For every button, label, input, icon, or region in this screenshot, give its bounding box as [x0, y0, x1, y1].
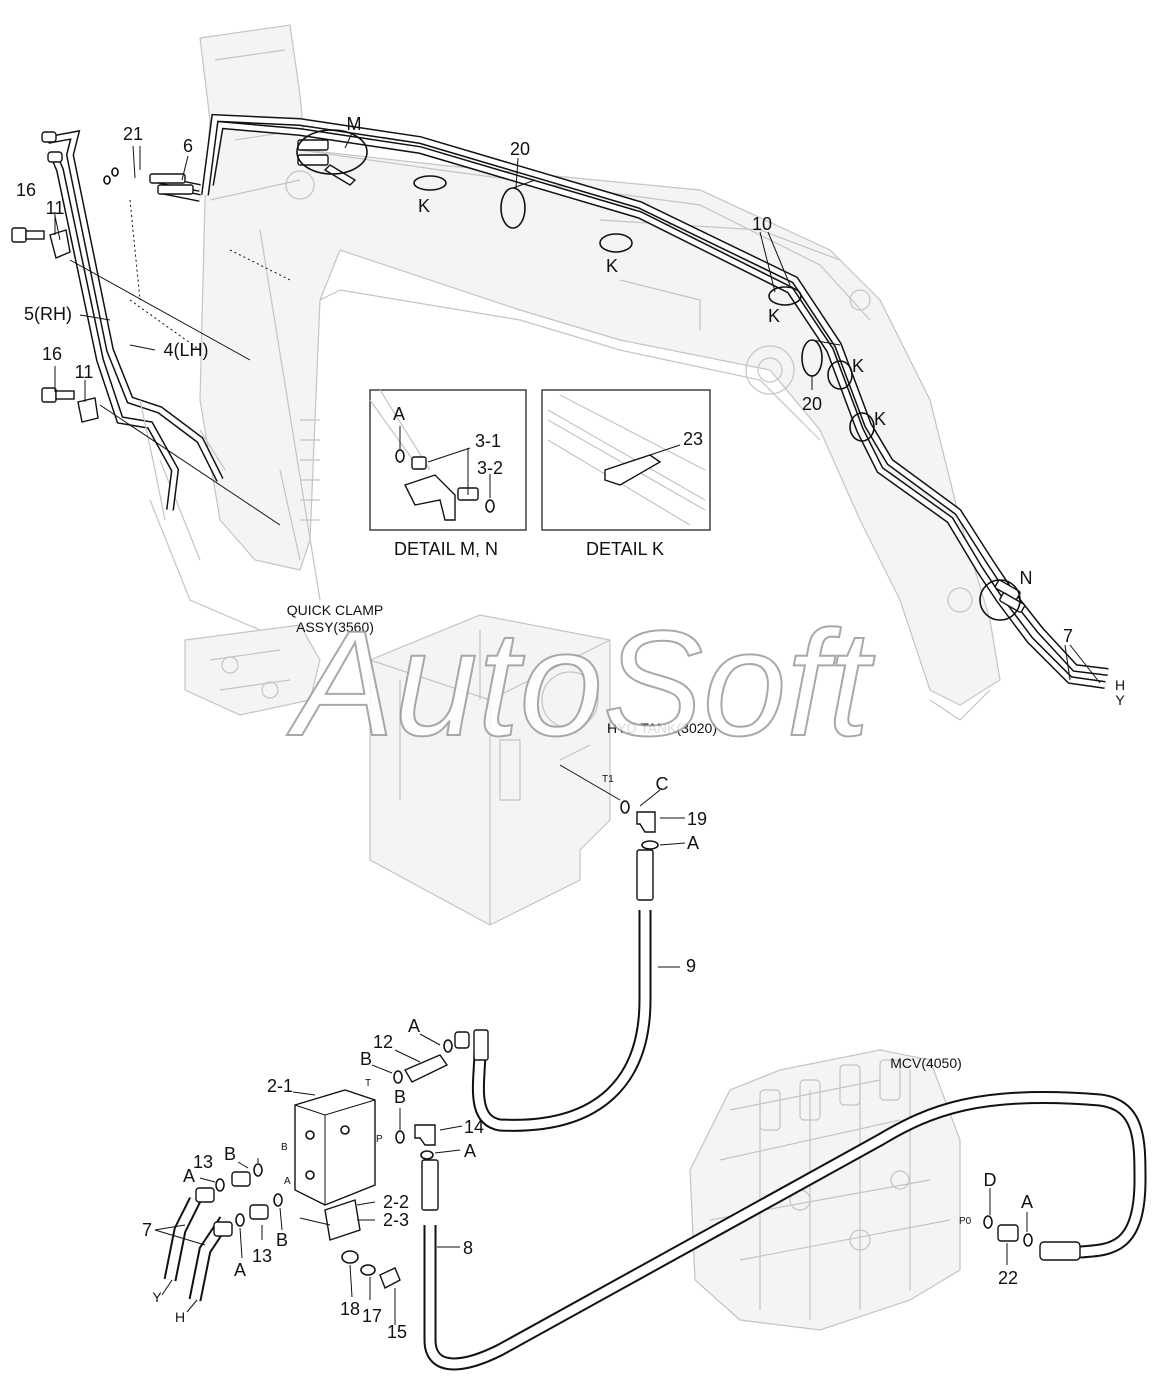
port-t: T [365, 1078, 371, 1089]
callout-12: 12 [373, 1032, 393, 1052]
callout-h-bottom: H [175, 1309, 185, 1325]
hoses-7 [163, 1197, 231, 1302]
callout-a-6: A [1021, 1192, 1033, 1212]
callout-a-1: A [687, 833, 699, 853]
fitting-n [979, 579, 1026, 621]
fitting-19 [620, 800, 659, 850]
callout-16-bottom: 16 [42, 344, 62, 364]
bolt-16b [41, 387, 99, 423]
fitting-14 [395, 1124, 436, 1160]
boom-ghost [149, 24, 1001, 721]
callout-b-3: B [224, 1144, 236, 1164]
fittings-13 [195, 1163, 283, 1237]
callout-k-5: K [874, 409, 886, 429]
callout-21: 21 [123, 124, 143, 144]
hyd-tank-ghost [369, 614, 611, 926]
detail-k-panel: 23 [541, 389, 711, 531]
callout-a-4: A [183, 1166, 195, 1186]
detail-mn-panel: A 3-1 3-2 [369, 389, 527, 531]
port-b: B [281, 1142, 288, 1153]
callouts: 21 6 M 20 K K 10 K K K 20 16 11 5(RH) 4(… [16, 114, 1125, 1342]
port-t1: T1 [602, 774, 614, 785]
callout-b-1: B [360, 1049, 372, 1069]
callout-k-4: K [852, 356, 864, 376]
callout-11-bottom: 11 [75, 362, 94, 382]
callout-20-right: 20 [802, 394, 822, 414]
quick-clamp-label-1: QUICK CLAMP [287, 602, 383, 618]
detail-mn-label-3-2: 3-2 [477, 458, 503, 478]
bolt-16a [11, 227, 71, 259]
callout-13-top: 13 [193, 1152, 213, 1172]
callout-b-4: B [276, 1230, 288, 1250]
hyd-tank-label: HYD TANK(3020) [607, 720, 717, 736]
callout-11-top: 11 [46, 198, 65, 218]
callout-7-bottom: 7 [142, 1220, 152, 1240]
callout-leaders [54, 132, 1101, 1325]
detail-mn-label-a: A [393, 404, 405, 424]
callout-4-lh: 4(LH) [163, 340, 208, 360]
callout-a-5: A [234, 1260, 246, 1280]
callout-10: 10 [752, 214, 772, 234]
port-p0: P0 [959, 1216, 972, 1227]
port-a: A [284, 1176, 291, 1187]
washers-bolt [341, 1250, 401, 1289]
callout-20-top: 20 [510, 139, 530, 159]
detail-k-label-23: 23 [683, 429, 703, 449]
clamps-k [413, 175, 875, 442]
callout-h-top: H [1115, 677, 1125, 693]
callout-y-bottom: Y [152, 1289, 162, 1305]
callout-19: 19 [687, 809, 707, 829]
hose-8 [421, 1090, 1147, 1371]
callout-18: 18 [340, 1299, 360, 1319]
callout-2-2: 2-2 [383, 1192, 409, 1212]
valve-2-1 [294, 1089, 376, 1241]
port-p: P [376, 1134, 383, 1145]
fitting-6 [103, 167, 194, 195]
callout-2-3: 2-3 [383, 1210, 409, 1230]
callout-8: 8 [463, 1238, 473, 1258]
callout-5-rh: 5(RH) [24, 304, 72, 324]
callout-7-top: 7 [1063, 626, 1073, 646]
pipe-ends-top-left [41, 131, 63, 163]
callout-17: 17 [362, 1306, 382, 1326]
detail-mn-label-3-1: 3-1 [475, 431, 501, 451]
callout-9: 9 [686, 956, 696, 976]
callout-b-2: B [394, 1087, 406, 1107]
callout-14: 14 [464, 1117, 484, 1137]
detail-mn-caption: DETAIL M, N [394, 539, 498, 559]
callout-k-1: K [418, 196, 430, 216]
callout-13-bottom: 13 [252, 1246, 272, 1266]
hose-9 [471, 849, 654, 1132]
callout-6: 6 [183, 136, 193, 156]
mcv-label: MCV(4050) [890, 1055, 962, 1071]
callout-16-top: 16 [16, 180, 36, 200]
callout-2-1: 2-1 [267, 1076, 293, 1096]
fitting-22 [983, 1215, 1033, 1247]
callout-22: 22 [998, 1268, 1018, 1288]
callout-15: 15 [387, 1322, 407, 1342]
callout-n: N [1020, 568, 1033, 588]
boom-pipes [47, 113, 1109, 689]
callout-m: M [347, 114, 362, 134]
mcv-ghost [689, 1049, 961, 1331]
callout-a-3: A [464, 1141, 476, 1161]
quick-clamp-label-2: ASSY(3560) [296, 619, 374, 635]
callout-c: C [656, 774, 669, 794]
callout-k-3: K [768, 306, 780, 326]
detail-k-caption: DETAIL K [586, 539, 664, 559]
watermark: AutoSoft [286, 599, 875, 767]
fitting-12 [393, 1031, 470, 1084]
fitting-m [296, 129, 368, 186]
callout-k-2: K [606, 256, 618, 276]
callout-y-top: Y [1115, 692, 1125, 708]
callout-a-2: A [408, 1016, 420, 1036]
callout-d: D [984, 1170, 997, 1190]
